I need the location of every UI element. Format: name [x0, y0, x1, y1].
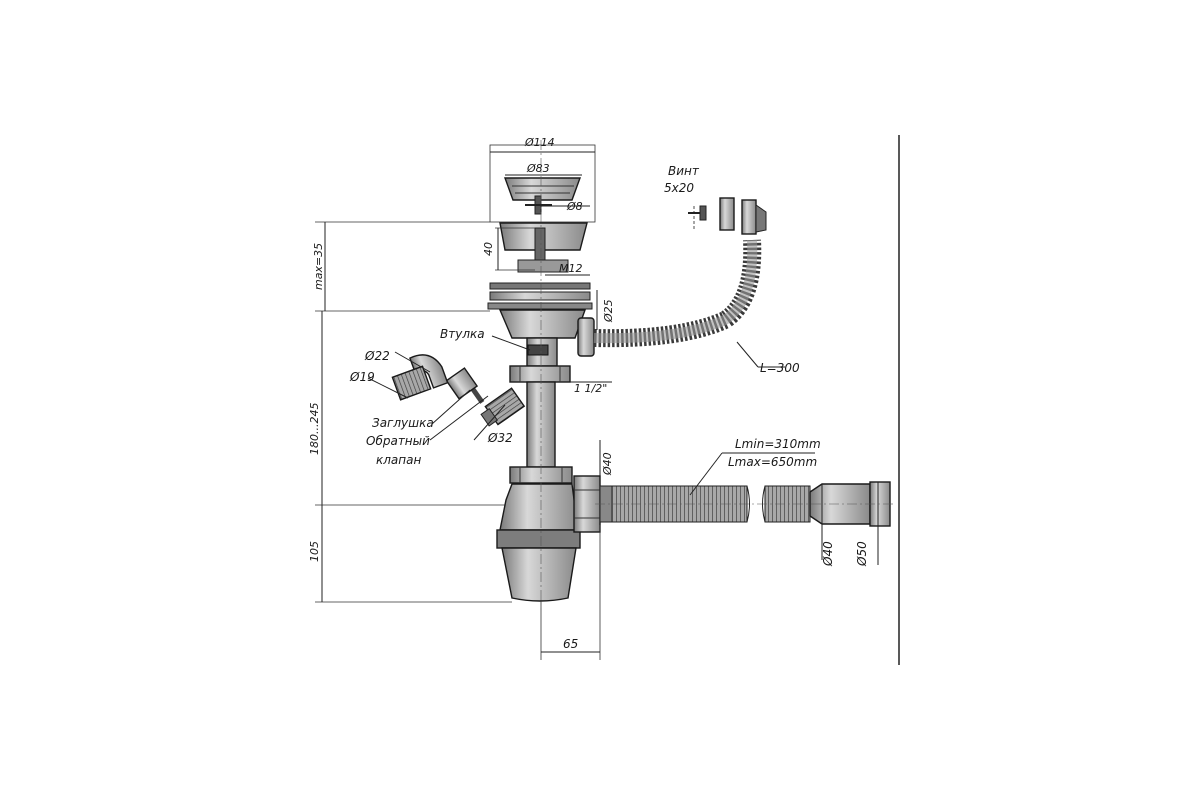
union-nut-upper — [509, 365, 571, 383]
dim-m12: M12 — [559, 262, 583, 275]
screw-5x20 — [688, 205, 707, 230]
dim-thread: 1 1/2" — [574, 382, 607, 395]
label-vint: Винт — [668, 164, 700, 178]
bottle-trap — [496, 483, 581, 602]
strainer-grate — [489, 144, 596, 223]
dim-h105: 105 — [308, 541, 321, 562]
dim-d8: Ø8 — [566, 200, 583, 213]
dim-lmax: Lmax=650mm — [728, 455, 817, 469]
dim-d40-vertical: Ø40 — [601, 452, 614, 476]
label-vint-size: 5x20 — [664, 181, 694, 195]
label-obratny: Обратный — [366, 434, 430, 448]
dim-h40: 40 — [482, 242, 495, 256]
label-zaglushka: Заглушка — [372, 416, 434, 430]
outlet-nut — [573, 475, 613, 533]
inlet-nut — [445, 367, 479, 400]
label-klapan: клапан — [376, 453, 421, 467]
dim-d83: Ø83 — [526, 162, 550, 175]
outlet-body — [499, 222, 588, 273]
overflow-cap — [719, 197, 767, 235]
dim-d25: Ø25 — [602, 299, 615, 323]
dim-d32: Ø32 — [487, 431, 513, 445]
dim-180-245: 180...245 — [308, 403, 321, 455]
dim-d114: Ø114 — [524, 136, 555, 149]
dim-lmin: Lmin=310mm — [735, 437, 821, 451]
sink-flanges — [487, 282, 593, 310]
label-vtulka: Втулка — [440, 327, 485, 341]
dim-d22: Ø22 — [364, 349, 390, 363]
dim-w65: 65 — [563, 637, 578, 651]
siphon-upper-body — [498, 309, 595, 367]
dim-l300: L=300 — [760, 361, 800, 375]
dim-d50-pipe: Ø50 — [855, 541, 869, 567]
dim-d19: Ø19 — [349, 370, 375, 384]
dim-d40-pipe: Ø40 — [821, 541, 835, 567]
dim-max35: max=35 — [312, 243, 325, 290]
